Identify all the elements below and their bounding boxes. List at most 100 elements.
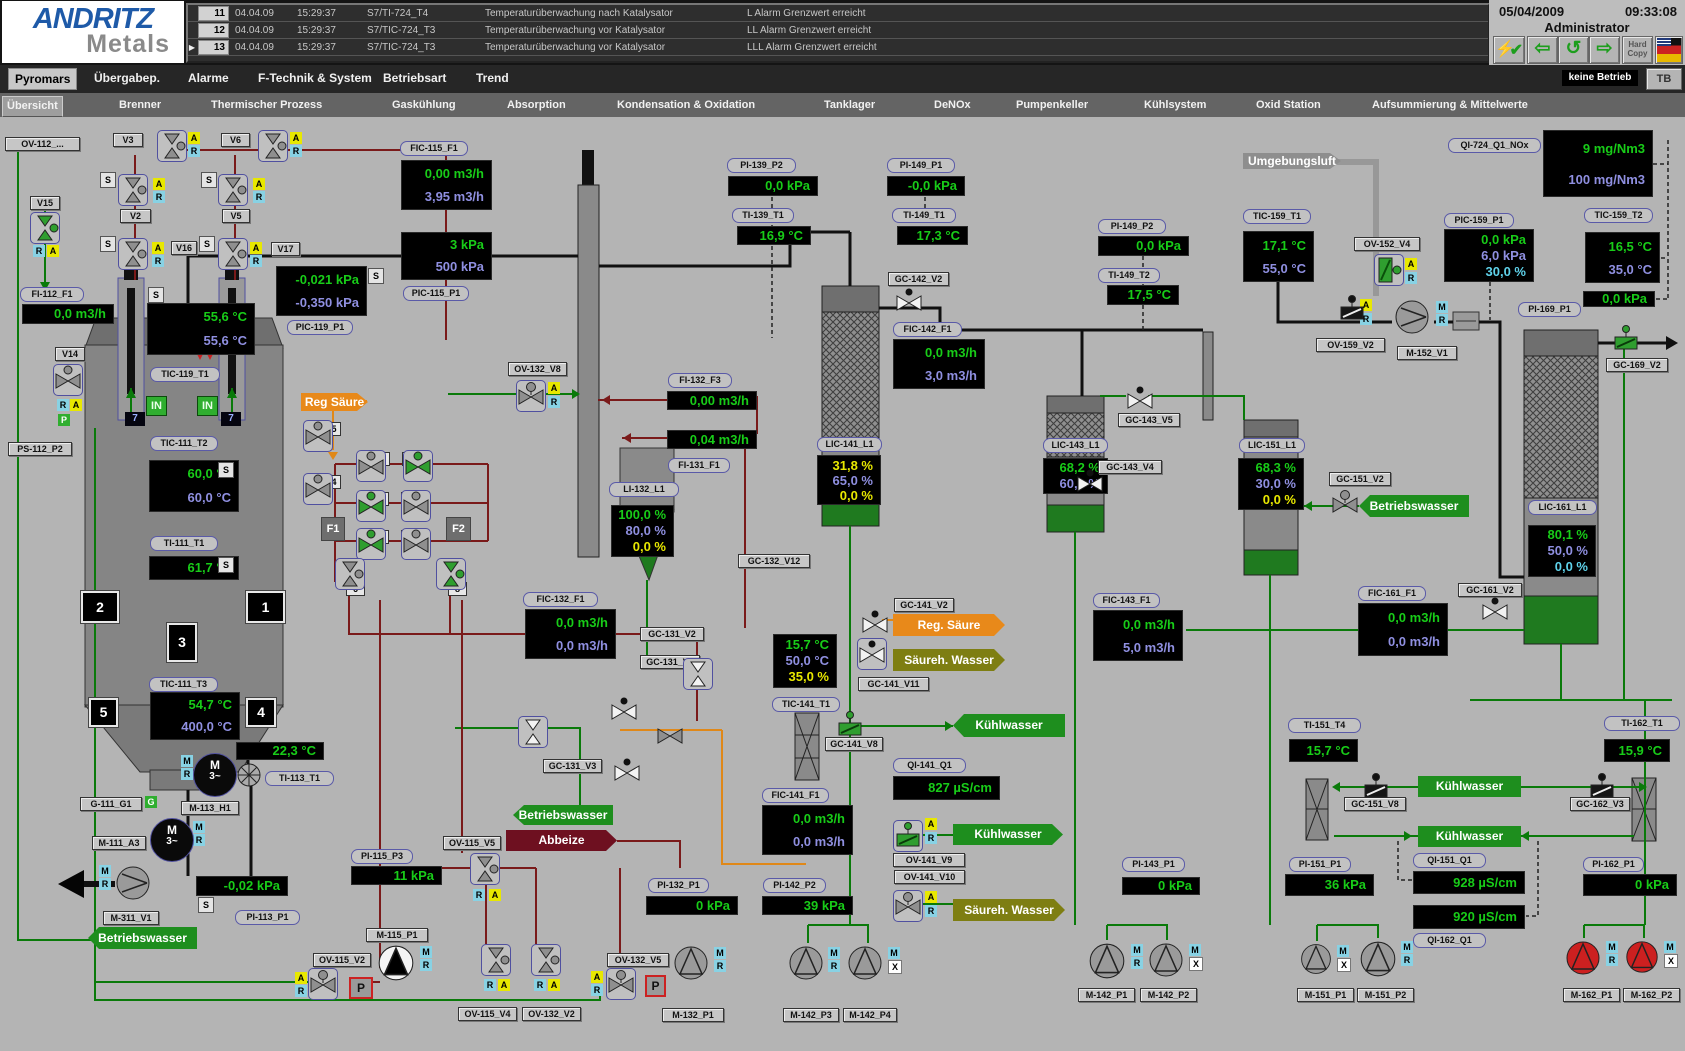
valve-11[interactable]: [356, 490, 386, 522]
valve-15[interactable]: [303, 420, 333, 452]
pi-115-p3-display[interactable]: 11 kPa: [351, 866, 442, 885]
sub-tab-denox[interactable]: DeNOx: [934, 99, 971, 111]
gc-151-v2-valve[interactable]: [1331, 489, 1359, 519]
ti-113-t1-display[interactable]: 22,3 °C: [236, 742, 324, 760]
ov-115-v5-valve[interactable]: [470, 853, 500, 885]
sub-tab-tanklager[interactable]: Tanklager: [824, 99, 876, 111]
ti-139-t1-display[interactable]: 16,9 °C: [737, 226, 811, 245]
pi-162-p1-display[interactable]: 0 kPa: [1583, 874, 1677, 896]
ov-152-v4-valve[interactable]: [1374, 254, 1404, 286]
pi-169-p1-display[interactable]: 0,0 kPa: [1583, 291, 1655, 307]
pi-151-p1-display[interactable]: 36 kPa: [1285, 874, 1374, 896]
gc-162-v3-valve[interactable]: [1588, 772, 1616, 802]
ov-132-v5-valve[interactable]: [606, 968, 636, 1000]
hardcopy-button[interactable]: Hard Copy: [1622, 36, 1653, 64]
gc-169-v2-valve[interactable]: [1612, 324, 1640, 354]
m-115-p1-pump[interactable]: [375, 942, 419, 986]
lic-151-l1-display[interactable]: 68,3 %30,0 %0,0 %: [1238, 458, 1304, 510]
ti-162-t1-display[interactable]: 15,9 °C: [1604, 739, 1670, 762]
ov-132-v8-valve[interactable]: [516, 380, 546, 412]
m-311-v1-pump[interactable]: [113, 863, 155, 905]
valve-14[interactable]: [303, 473, 333, 505]
m-162-p2-pump[interactable]: [1623, 938, 1663, 978]
gc-142-v2-valve[interactable]: [895, 287, 923, 317]
m-142-p2-pump[interactable]: [1146, 940, 1188, 982]
qi-141-q1-display[interactable]: 827 µS/cm: [893, 776, 1000, 800]
v15-valve[interactable]: [30, 212, 60, 244]
sub-tab-aufsummierung-mittelwerte[interactable]: Aufsummierung & Mittelwerte: [1372, 99, 1528, 111]
gc-141-v2-valve[interactable]: [861, 609, 889, 639]
v14-valve[interactable]: [53, 364, 83, 396]
ov-132-v2-valve[interactable]: [531, 944, 561, 976]
m-151-p2-pump[interactable]: [1357, 938, 1401, 982]
v3-valve[interactable]: [157, 130, 187, 162]
v17-valve[interactable]: [218, 238, 248, 270]
sub-tab-pumpenkeller[interactable]: Pumpenkeller: [1016, 99, 1089, 111]
valve-10[interactable]: [356, 528, 386, 560]
ti-149-t2-display[interactable]: 17,5 °C: [1107, 285, 1179, 305]
gc-143-v5-valve[interactable]: [1126, 385, 1154, 415]
m-132-p1-pump[interactable]: [671, 943, 713, 985]
pi-139-p2-display[interactable]: 0,0 kPa: [728, 176, 818, 196]
gc-143-v4-valve[interactable]: [1076, 468, 1104, 498]
pi-142-p2-display[interactable]: 39 kPa: [762, 896, 853, 915]
v2-valve[interactable]: [118, 174, 148, 206]
m-142-p4-pump[interactable]: [845, 943, 887, 985]
li-132-l1-display[interactable]: 100,0 %80,0 %0,0 %: [611, 505, 674, 557]
fi-132-f3-display[interactable]: 0,00 m3/h: [667, 391, 757, 410]
m-162-p1-pump[interactable]: [1563, 938, 1605, 980]
sub-tab-k-hlsystem[interactable]: Kühlsystem: [1144, 99, 1207, 111]
sub-tab-thermischer-prozess[interactable]: Thermischer Prozess: [211, 99, 323, 111]
ti-149-t1-display[interactable]: 17,3 °C: [897, 226, 968, 245]
valve-12[interactable]: [401, 528, 431, 560]
nav-back-button[interactable]: ⇦: [1527, 36, 1558, 64]
pi-132-p1-display[interactable]: 0 kPa: [646, 896, 738, 915]
pi-149-p2-display[interactable]: 0,0 kPa: [1098, 236, 1189, 256]
gc-141-v11-valve[interactable]: [857, 638, 887, 670]
qi-162-q1-display[interactable]: 920 µS/cm: [1413, 905, 1525, 929]
gc-131-v3-valve[interactable]: [613, 757, 641, 787]
ti-151-t4-display[interactable]: 15,7 °C: [1289, 739, 1358, 762]
valve-6[interactable]: [335, 558, 365, 590]
valve-7[interactable]: [356, 450, 386, 482]
menu-tab-bergabep[interactable]: Übergabep.: [94, 71, 161, 85]
pi-113-p1-display[interactable]: -0,02 kPa: [196, 876, 288, 896]
gc-131-v4-valve[interactable]: [610, 696, 638, 726]
menu-tab-alarme[interactable]: Alarme: [188, 71, 229, 85]
sub-tab-absorption[interactable]: Absorption: [507, 99, 566, 111]
sub-tab-gask-hlung[interactable]: Gaskühlung: [392, 99, 456, 111]
sub-tab-oxid-station[interactable]: Oxid Station: [1256, 99, 1321, 111]
betriebswasser-line-valve[interactable]: [518, 716, 548, 748]
ov-141-v10-valve[interactable]: [893, 890, 923, 922]
lic-161-l1-display[interactable]: 80,1 %50,0 %0,0 %: [1528, 525, 1596, 577]
v5-valve[interactable]: [218, 174, 248, 206]
ov-141-v9-valve[interactable]: [893, 820, 923, 852]
lic-141-l1-display[interactable]: 31,8 %65,0 %0,0 %: [817, 455, 881, 505]
nav-forward-button[interactable]: ⇨: [1589, 36, 1620, 64]
gc-151-v8-valve[interactable]: [1362, 772, 1390, 802]
menu-tab-betriebsart[interactable]: Betriebsart: [383, 71, 447, 85]
m-151-p1-pump[interactable]: [1298, 941, 1336, 979]
language-flag-icon[interactable]: [1655, 36, 1683, 64]
sub-tab-bersicht[interactable]: Übersicht: [2, 96, 63, 117]
alarm-ack-button[interactable]: ⚡ ✔: [1493, 36, 1525, 64]
fi-112-f1-display[interactable]: 0,0 m3/h: [22, 304, 114, 324]
ov-115-v2-valve[interactable]: [308, 968, 338, 1000]
ov-159-v2-valve[interactable]: [1338, 294, 1366, 324]
